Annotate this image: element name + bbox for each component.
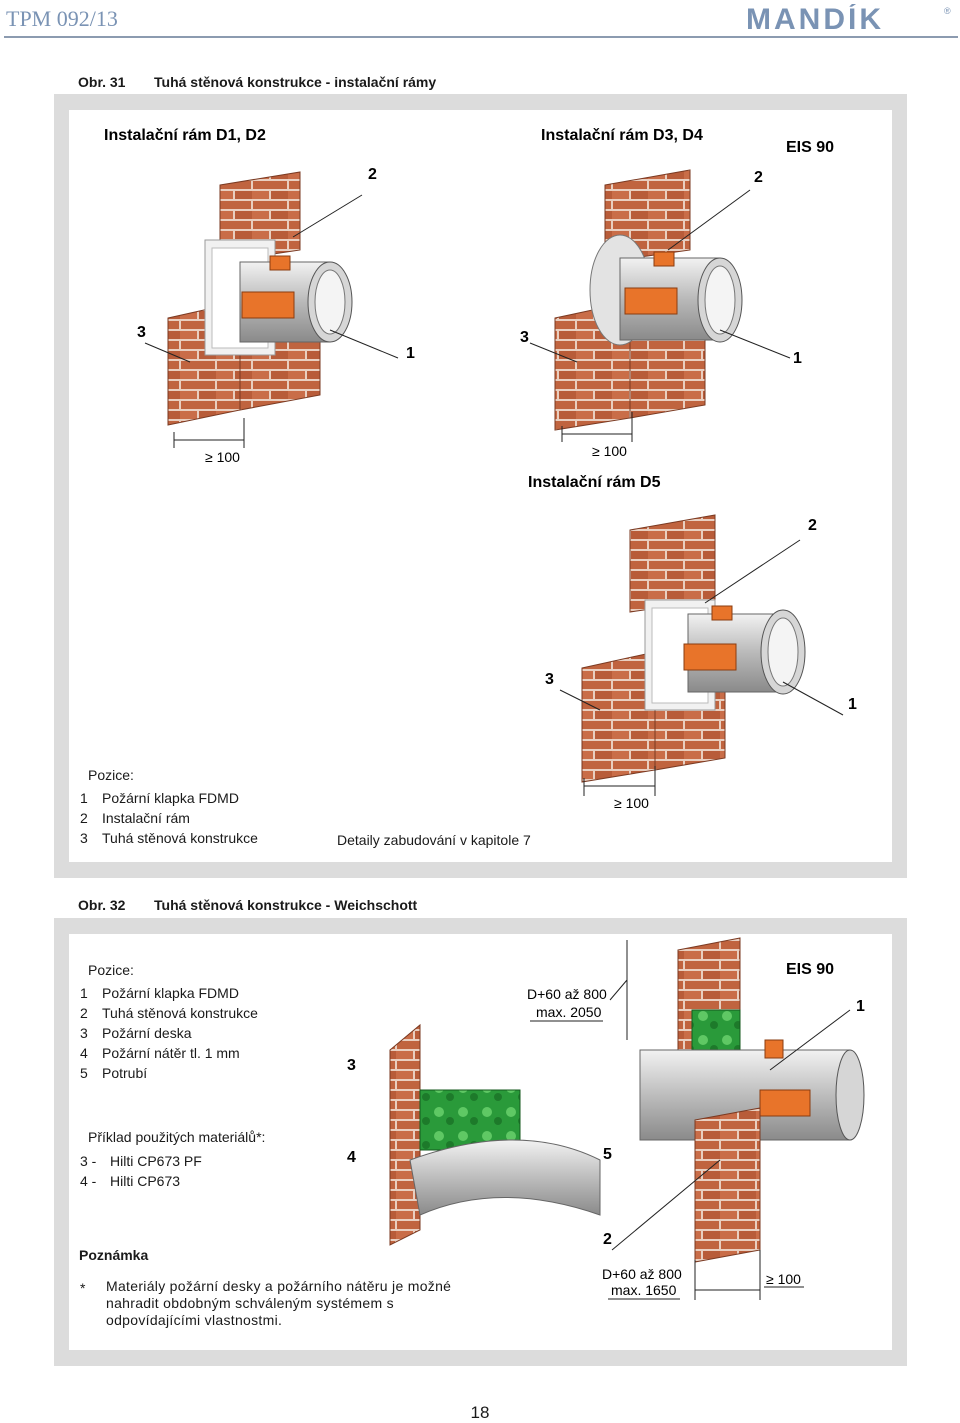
fig32-callout-5: 5 <box>603 1146 612 1163</box>
fig31-title: Tuhá stěnová konstrukce - instalační rám… <box>154 74 437 90</box>
position-number: 3 <box>80 1025 88 1041</box>
fig31-frame-d3d4-title: Instalační rám D3, D4 <box>541 127 703 144</box>
fig31-positions-heading: Pozice: <box>88 767 134 783</box>
fig32-eis: EIS 90 <box>786 961 834 978</box>
fig32-materials-heading: Příklad použitých materiálů*: <box>88 1129 266 1145</box>
note-line: odpovídajícími vlastnostmi. <box>106 1312 283 1328</box>
position-number: 2 <box>80 1005 88 1021</box>
position-number: 1 <box>80 790 88 806</box>
fig31-d1d2-callout-2: 2 <box>368 166 377 183</box>
position-text: Tuhá stěnová konstrukce <box>102 830 258 846</box>
fig32-callout-4: 4 <box>347 1149 356 1166</box>
position-text: Potrubí <box>102 1065 148 1081</box>
fig32-dim-bot-line2: max. 1650 <box>611 1282 677 1298</box>
fig32-callout-2: 2 <box>603 1231 612 1248</box>
list-item: 3 Tuhá stěnová konstrukce <box>80 828 258 848</box>
fig32-dim-top-line2: max. 2050 <box>536 1004 602 1020</box>
fig32-callout-1: 1 <box>856 998 865 1015</box>
fig31-d5-callout-1: 1 <box>848 696 857 713</box>
frame-d1d2-drawing <box>167 171 353 426</box>
fig32-dim-100: ≥ 100 <box>766 1271 801 1287</box>
fig32-title: Tuhá stěnová konstrukce - Weichschott <box>154 897 418 913</box>
fig31-d1d2-dim: ≥ 100 <box>205 449 240 465</box>
fig32-note-heading: Poznámka <box>79 1247 149 1263</box>
fig32-dim-top-line1: D+60 až 800 <box>527 986 607 1002</box>
fig31-inner <box>69 110 892 862</box>
fig31-d3d4-callout-2: 2 <box>754 169 763 186</box>
document-code: TPM 092/13 <box>6 6 118 31</box>
position-text: Požární deska <box>102 1025 192 1041</box>
fig31-details-note: Detaily zabudování v kapitole 7 <box>337 832 531 848</box>
position-number: 4 <box>80 1045 88 1061</box>
material-number: 3 - <box>80 1153 97 1169</box>
fig32-dim-bot-line1: D+60 až 800 <box>602 1266 682 1282</box>
fig32-label: Obr. 32 <box>78 897 126 913</box>
fig31-d1d2-callout-3: 3 <box>137 324 146 341</box>
note-line: nahradit obdobným schváleným systémem s <box>106 1295 394 1311</box>
list-item: 2 Instalační rám <box>80 808 258 828</box>
position-text: Požární klapka FDMD <box>102 985 239 1001</box>
fig31-d5-callout-3: 3 <box>545 671 554 688</box>
fig31-d3d4-dim: ≥ 100 <box>592 443 627 459</box>
fig31-frame-d1d2-title: Instalační rám D1, D2 <box>104 127 266 144</box>
list-item: 1 Požární klapka FDMD <box>80 788 258 808</box>
list-item: 1 Požární klapka FDMD <box>80 983 258 1003</box>
fig31-d3d4-callout-1: 1 <box>793 350 802 367</box>
fig32-materials-list: 3 - Hilti CP673 PF 4 - Hilti CP673 <box>80 1151 202 1191</box>
fig32-callout-3: 3 <box>347 1057 356 1074</box>
position-number: 5 <box>80 1065 88 1081</box>
fig31-label: Obr. 31 <box>78 74 126 90</box>
list-item: 3 Požární deska <box>80 1023 258 1043</box>
fig31-positions-list: 1 Požární klapka FDMD 2 Instalační rám 3 Tu… <box>80 788 258 848</box>
logo-wordmark: MANDÍK <box>746 4 884 32</box>
fig32-note-body: Materiály požární desky a požárního nátě… <box>106 1278 451 1329</box>
fig31-eis: EIS 90 <box>786 139 834 156</box>
header-rule <box>4 36 958 38</box>
material-text: Hilti CP673 PF <box>110 1153 202 1169</box>
list-item: 5 Potrubí <box>80 1063 258 1083</box>
list-item: 2 Tuhá stěnová konstrukce <box>80 1003 258 1023</box>
fig31-frame-d5-title: Instalační rám D5 <box>528 474 661 491</box>
position-text: Požární nátěr tl. 1 mm <box>102 1045 240 1061</box>
page-number: 18 <box>470 1403 490 1422</box>
logo-registered-mark: ® <box>944 6 951 16</box>
position-text: Instalační rám <box>102 810 190 826</box>
fig32-note-star: * <box>80 1280 86 1296</box>
mandik-logo: MANDÍK ® <box>746 4 951 32</box>
fig32-positions-list: 1 Požární klapka FDMD 2 Tuhá stěnová konst… <box>80 983 258 1083</box>
position-text: Tuhá stěnová konstrukce <box>102 1005 258 1021</box>
position-text: Požární klapka FDMD <box>102 790 239 806</box>
frame-d5-drawing <box>581 514 806 783</box>
fig31-d5-callout-2: 2 <box>808 517 817 534</box>
frame-d3d4-drawing <box>554 169 743 431</box>
fig31-d3d4-callout-3: 3 <box>520 329 529 346</box>
fig31-d1d2-callout-1: 1 <box>406 345 415 362</box>
fig32-positions-heading: Pozice: <box>88 962 134 978</box>
note-line: Materiály požární desky a požárního nátě… <box>106 1278 452 1294</box>
position-number: 3 <box>80 830 88 846</box>
material-text: Hilti CP673 <box>110 1173 181 1189</box>
list-item: 4 - Hilti CP673 <box>80 1171 202 1191</box>
list-item: 4 Požární nátěr tl. 1 mm <box>80 1043 258 1063</box>
weichschott-drawing <box>389 937 865 1263</box>
fig31-d5-dim: ≥ 100 <box>614 795 649 811</box>
position-number: 2 <box>80 810 88 826</box>
position-number: 1 <box>80 985 88 1001</box>
list-item: 3 - Hilti CP673 PF <box>80 1151 202 1171</box>
material-number: 4 - <box>80 1173 97 1189</box>
